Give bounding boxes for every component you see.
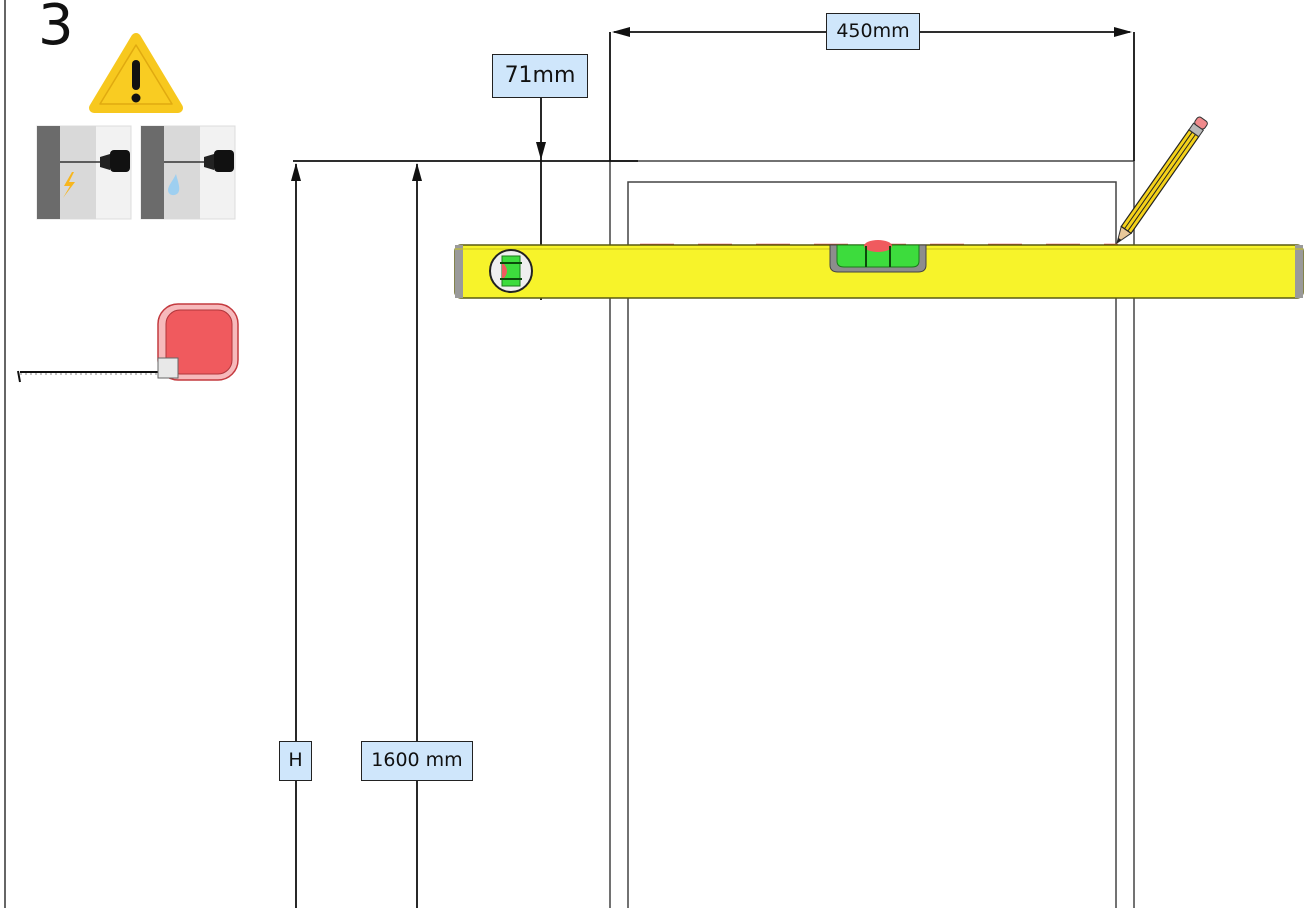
tape-measure-icon — [17, 303, 239, 383]
step-number: 3 — [38, 0, 74, 58]
spirit-level-icon — [454, 240, 1304, 299]
pencil-icon — [1116, 116, 1208, 245]
dimension-label-h: H — [279, 741, 312, 781]
dimension-label-450: 450mm — [826, 13, 920, 50]
dimension-h — [291, 163, 301, 908]
warning-triangle-icon — [89, 33, 183, 113]
cabinet-outline — [609, 160, 1135, 912]
dimension-1600 — [412, 163, 422, 908]
drill-electric-cable-warning-icon — [36, 125, 132, 220]
dimension-label-1600: 1600 mm — [361, 741, 473, 781]
dimension-label-71: 71mm — [492, 54, 588, 98]
drill-water-pipe-warning-icon — [140, 125, 236, 220]
